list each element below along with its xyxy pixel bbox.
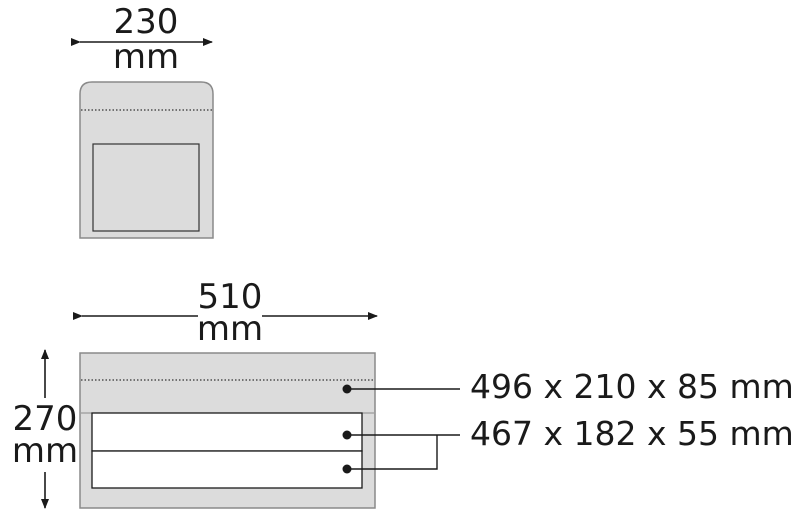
upper-drawer [91, 412, 363, 452]
drawer-callout-bracket [347, 435, 438, 470]
top-width-unit: mm [113, 37, 179, 77]
main-compartment-label: 496 x 210 x 85 mm [470, 367, 794, 406]
top-pocket [92, 143, 200, 232]
front-width-unit: mm [197, 309, 263, 349]
front-width-value: 510 [198, 277, 263, 317]
drawer-label: 467 x 182 x 55 mm [470, 414, 794, 453]
width-label-backdrop [198, 300, 262, 330]
height-unit: mm [12, 431, 78, 471]
height-value: 270 [13, 399, 78, 439]
top-width-value: 230 [114, 2, 179, 42]
front-view: 510 mm 270 mm 496 x 210 x 85 mm 467 x 18… [12, 277, 794, 509]
main-callout-dot [342, 384, 352, 394]
upper-drawer-dot [342, 430, 352, 440]
lower-drawer-dot [342, 464, 352, 474]
lower-drawer [91, 450, 363, 489]
top-view: 230 mm [71, 2, 214, 239]
